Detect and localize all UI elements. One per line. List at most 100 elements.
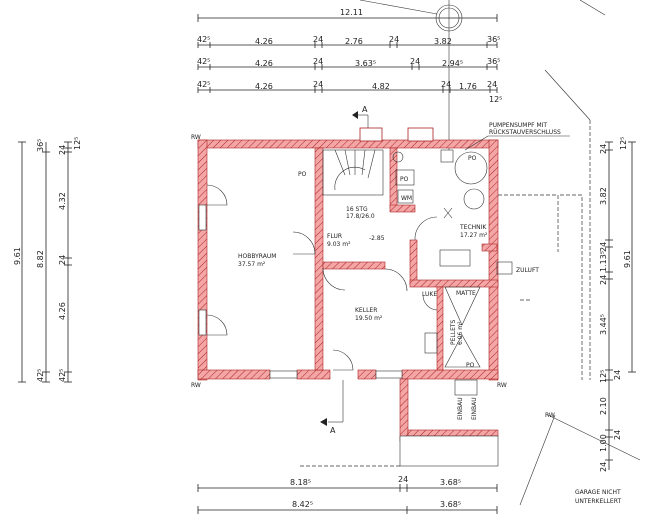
dim-label: 42⁵: [197, 57, 210, 66]
room-area: 37.57 m²: [238, 261, 266, 268]
dim-overall-top: 12.11: [340, 8, 363, 17]
label-luke: LUKE: [422, 291, 437, 298]
stairs-count: 16 STG: [346, 206, 368, 213]
label-po: PO: [468, 155, 477, 162]
dim-label: 24: [410, 57, 420, 66]
dim-label: 4.26: [255, 82, 273, 91]
label-rw: RW: [497, 382, 507, 389]
dim-label: 42⁵: [58, 369, 67, 382]
dim-label: 12⁵: [489, 95, 502, 104]
dim-label: 36⁵: [487, 57, 500, 66]
bottom-dimensions: 8.18⁵ 24 3.68⁵ 8.42⁵ 3.68⁵: [197, 475, 498, 514]
section-label: A: [362, 105, 368, 114]
dim-label: 36⁵: [487, 35, 500, 44]
dim-label: 2.76: [345, 37, 363, 46]
dim-label: 4.26: [255, 59, 273, 68]
dim-label: 4.82: [372, 82, 390, 91]
dim-label: 12⁵: [619, 137, 628, 150]
stairs-ratio: 17.8/26.0: [346, 213, 375, 220]
washing-machine: [397, 189, 414, 204]
dim-label: 8.82: [36, 250, 45, 268]
label-zuluft: ZULUFT: [516, 267, 539, 274]
dim-label: 24: [313, 35, 323, 44]
annotations: -2.85 16 STG 17.8/26.0 PUMPENSUMPF MIT R…: [191, 122, 621, 505]
section-marker-top: A: [352, 105, 369, 128]
tank-icon: [463, 188, 485, 210]
right-dimensions: 24 12⁵ 3.82 24 1.13⁵ 24 3.44⁵ 12⁵ 24 2.1…: [599, 137, 636, 472]
exterior-stairs: [399, 435, 499, 467]
dim-label: 24: [389, 35, 399, 44]
section-label: A: [330, 426, 336, 435]
dim-label: 2.10: [599, 397, 608, 415]
dim-label: 3.63⁵: [355, 59, 376, 68]
dim-label: 42⁵: [36, 369, 45, 382]
dim-label: 24: [58, 145, 67, 155]
label-po: PO: [466, 362, 475, 369]
level-mark: -2.85: [369, 235, 385, 242]
room-area: 17.27 m²: [460, 232, 488, 239]
dim-label: 2.94⁵: [442, 59, 463, 68]
dim-label: 24: [441, 80, 451, 89]
dim-label: 1.13⁵: [599, 251, 608, 272]
technik-fixtures: [392, 149, 513, 396]
dim-label: 4.32: [58, 192, 67, 210]
dim-label: 24: [398, 475, 408, 484]
label-wm: WM: [401, 195, 412, 202]
label-einbau: EINBAU: [457, 397, 464, 420]
label-matte: MATTE: [456, 290, 476, 297]
doors: [206, 184, 438, 371]
label-einbau: EINBAU: [471, 397, 478, 420]
staircase: [322, 149, 384, 196]
dim-label: 4.26: [255, 37, 273, 46]
dim-label: 12⁵: [73, 137, 82, 150]
dim-label: 24: [613, 430, 622, 440]
room-flur: FLUR 9.03 m²: [327, 233, 351, 248]
dim-label: 8.18⁵: [290, 478, 311, 487]
room-area: 6.06 m²: [457, 321, 464, 345]
room-name: FLUR: [327, 233, 342, 240]
dim-label: 3.68⁵: [440, 500, 461, 509]
room-area: 9.03 m²: [327, 241, 351, 248]
dim-label: 24: [613, 370, 622, 380]
dim-label: 24: [599, 242, 608, 252]
dim-label: 42⁵: [197, 80, 210, 89]
tank-icon: [454, 151, 488, 185]
dim-label: 12⁵: [599, 370, 608, 383]
drain-icon: [392, 151, 404, 163]
room-name: PELLETS: [450, 319, 457, 345]
dim-label: 3.82: [434, 37, 452, 46]
room-name: KELLER: [355, 307, 377, 314]
room-name: HOBBYRAUM: [238, 253, 276, 260]
dim-label: 1.76: [459, 82, 477, 91]
dim-label: 8.42⁵: [292, 500, 313, 509]
room-pellets: PELLETS 6.06 m²: [450, 319, 464, 345]
dim-label: 3.44⁵: [599, 314, 608, 335]
dim-label: 36⁵: [36, 139, 45, 152]
dim-label: 1.00: [599, 434, 608, 452]
left-dimensions: 9.61 36⁵ 8.82 42⁵ 12⁵ 24 4.32 24 4.26 42…: [13, 137, 82, 383]
dim-overall-left: 9.61: [13, 247, 22, 265]
room-hobbyraum: HOBBYRAUM 37.57 m²: [238, 253, 276, 268]
building-walls: [197, 127, 499, 467]
dim-label: 3.82: [599, 187, 608, 205]
dim-label: 24: [313, 57, 323, 66]
dim-label: 42⁵: [197, 35, 210, 44]
note-garage: GARAGE NICHT: [575, 489, 621, 496]
room-name: TECHNIK: [459, 224, 487, 231]
dim-label: 4.26: [58, 302, 67, 320]
dim-label: 24: [58, 255, 67, 265]
label-rw: RW: [191, 382, 201, 389]
label-rw: RW: [191, 134, 201, 141]
dim-label: 24: [313, 80, 323, 89]
room-keller: KELLER 19.50 m²: [355, 307, 383, 322]
section-marker-bottom: A: [320, 380, 344, 435]
dim-overall-right: 9.61: [623, 250, 632, 268]
label-po: PO: [298, 171, 307, 178]
room-technik: TECHNIK 17.27 m²: [459, 224, 488, 239]
dim-label: 24: [599, 462, 608, 472]
label-rw: RW: [545, 412, 555, 419]
room-area: 19.50 m²: [355, 315, 383, 322]
note-pump: PUMPENSUMPF MIT: [489, 122, 547, 129]
note-pump: RÜCKSTAUVERSCHLUSS: [489, 129, 561, 136]
